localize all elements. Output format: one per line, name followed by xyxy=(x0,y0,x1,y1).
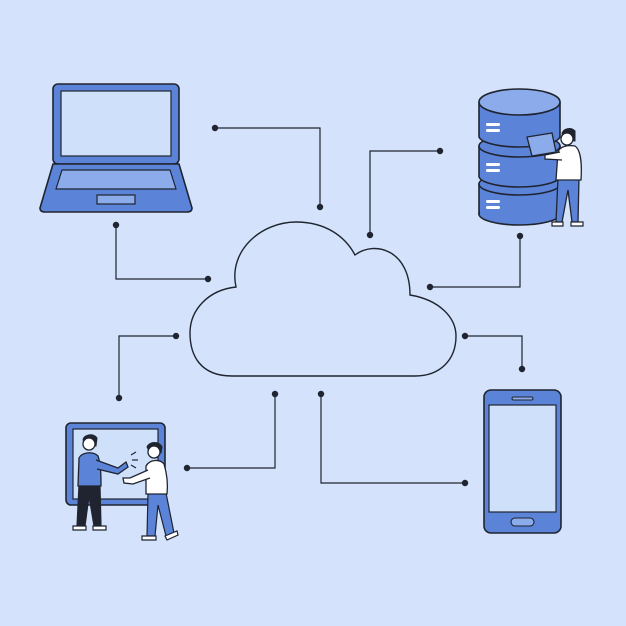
listener-arm xyxy=(122,469,151,485)
dot xyxy=(271,390,279,398)
connector-cloud-presentation xyxy=(118,335,176,398)
database-leds xyxy=(486,123,500,209)
person-head xyxy=(560,132,574,146)
led-bar xyxy=(486,123,500,126)
dot xyxy=(366,231,374,239)
connector-laptop-cloud-lower xyxy=(115,225,208,280)
listener-head xyxy=(147,445,161,459)
dot xyxy=(436,147,444,155)
led-bar xyxy=(486,206,500,209)
connector-database-cloud xyxy=(369,150,440,235)
led-bar xyxy=(486,200,500,203)
laptop-keyboard xyxy=(55,169,177,190)
database-disk-3-mask xyxy=(480,196,559,214)
connectors xyxy=(115,127,523,484)
dot xyxy=(516,232,524,240)
dot xyxy=(115,394,123,402)
presenter-head xyxy=(82,437,96,451)
dot xyxy=(426,283,434,291)
connector-database-cloud-lower xyxy=(430,236,521,288)
database-server-icon xyxy=(478,88,584,227)
speech-marks xyxy=(130,451,138,469)
laptop-touchpad xyxy=(96,194,136,205)
presenter-person xyxy=(72,434,129,531)
phone-home-button xyxy=(510,517,535,527)
speech-mark xyxy=(130,464,137,469)
phone-speaker xyxy=(511,396,534,401)
dot xyxy=(461,479,469,487)
database-disk-1-top xyxy=(478,88,561,116)
listener-shoes xyxy=(141,530,179,541)
listener-torso xyxy=(145,459,169,495)
presenter-arm xyxy=(95,459,129,475)
connector-dots xyxy=(112,124,526,487)
speech-mark xyxy=(130,451,137,456)
phone-screen xyxy=(488,404,557,513)
people-presentation-icon xyxy=(65,422,179,541)
led-bar xyxy=(486,129,500,132)
dot xyxy=(316,203,324,211)
tablet-icon xyxy=(526,132,557,157)
dot xyxy=(183,464,191,472)
listener-person xyxy=(122,442,179,541)
dot xyxy=(112,221,120,229)
dot xyxy=(172,332,180,340)
laptop-screen xyxy=(60,90,172,157)
connector-cloud-smartphone xyxy=(465,335,523,369)
connector-laptop-cloud xyxy=(215,127,321,207)
person-torso xyxy=(555,145,582,181)
connector-presentation-cloud xyxy=(187,394,276,469)
connector-cloud-smartphone-lower xyxy=(320,394,465,484)
presenter-shoes xyxy=(72,525,107,531)
dot xyxy=(204,275,212,283)
dot xyxy=(461,332,469,340)
smartphone-icon xyxy=(483,389,562,534)
person-arm xyxy=(544,151,563,161)
cloud-icon xyxy=(189,221,457,377)
led-bar xyxy=(486,169,500,172)
dot xyxy=(211,124,219,132)
dot xyxy=(317,390,325,398)
person-shoes xyxy=(551,221,584,227)
led-bar xyxy=(486,163,500,166)
presenter-torso xyxy=(77,452,102,487)
laptop-icon xyxy=(39,83,193,213)
dot xyxy=(518,365,526,373)
person-with-tablet xyxy=(526,128,584,227)
